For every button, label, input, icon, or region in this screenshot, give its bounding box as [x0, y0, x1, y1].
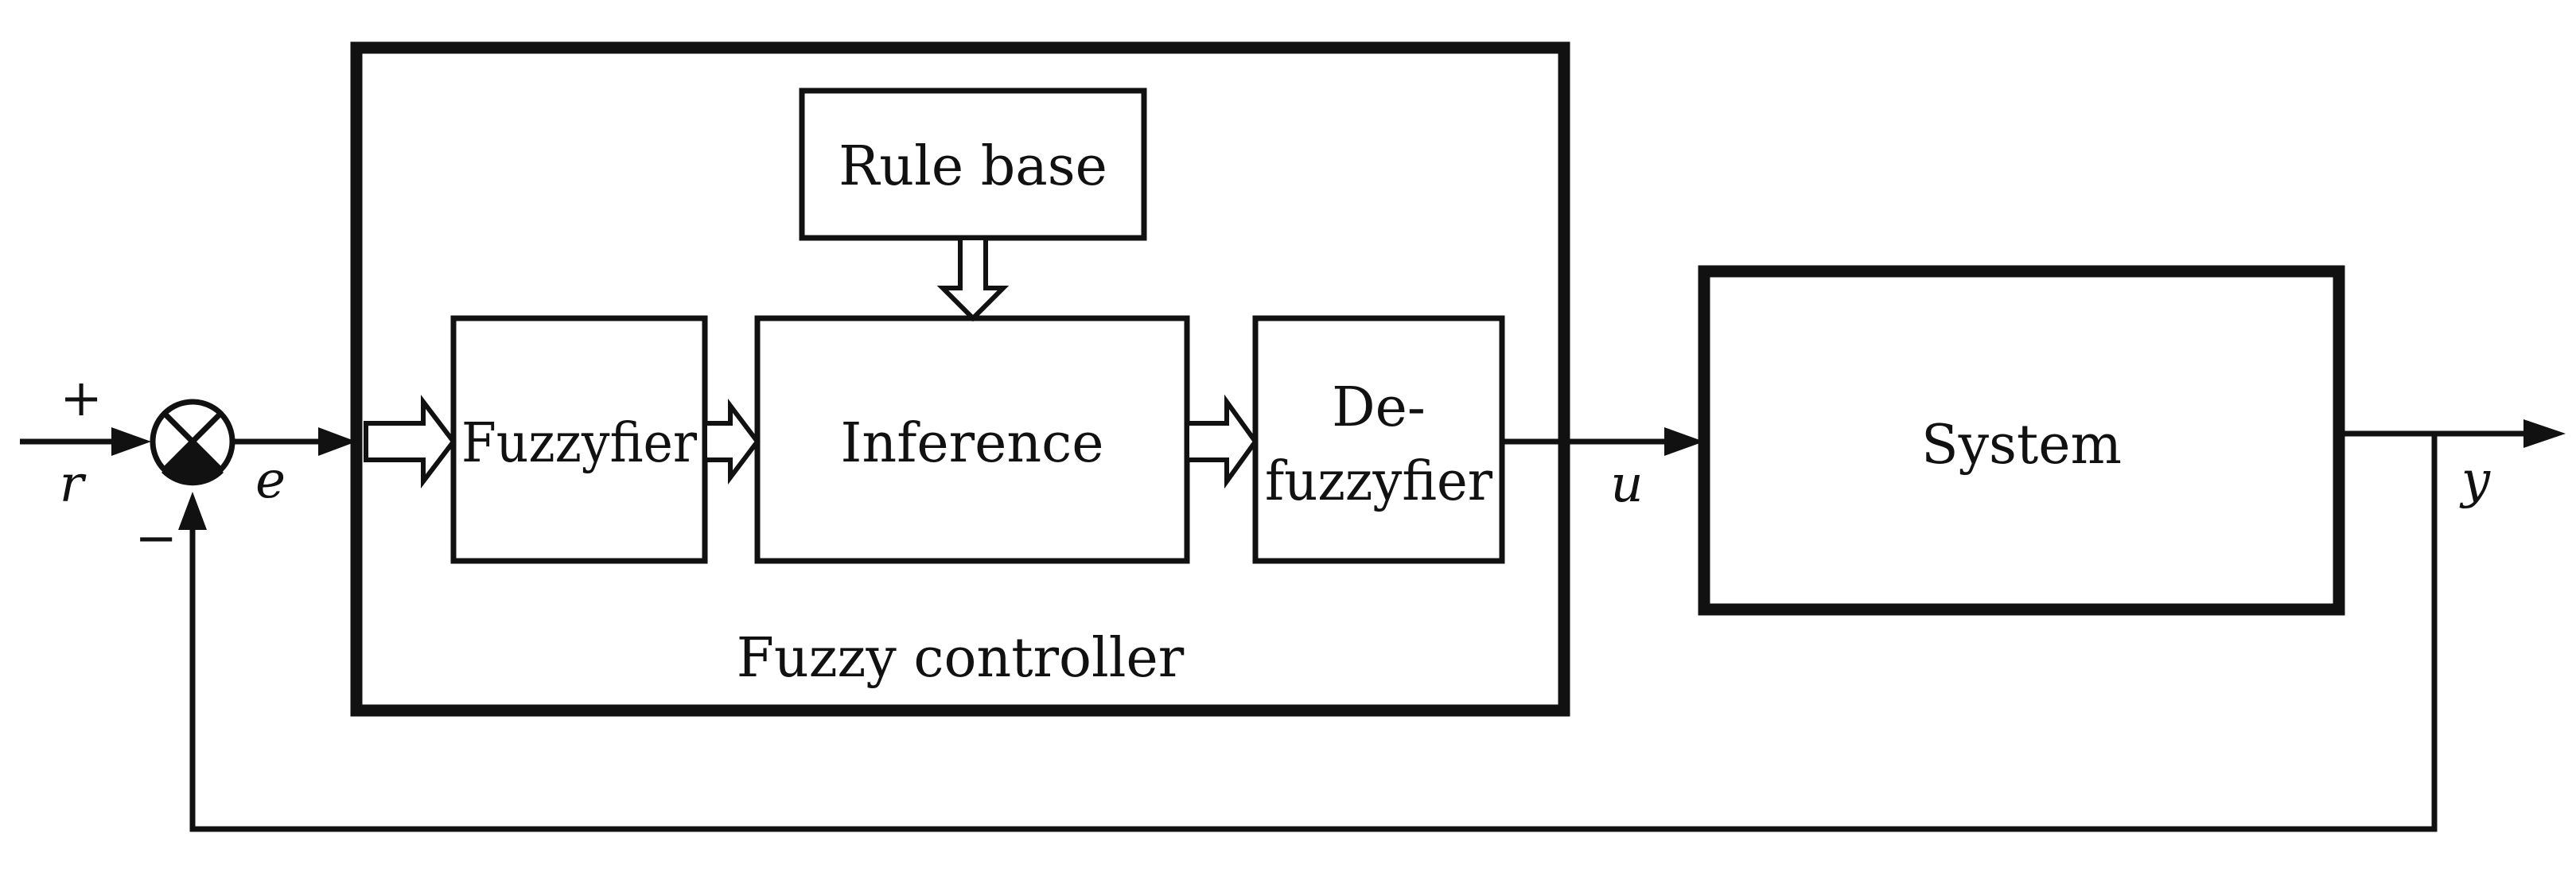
rule-base-block: [799, 88, 1147, 241]
inference-label: Inference: [841, 412, 1104, 475]
feedback-path: [189, 434, 2438, 832]
fuzzyfier-block: [450, 315, 708, 564]
error-label: e: [255, 451, 286, 510]
rule-base-label: Rule base: [839, 135, 1107, 198]
reference-label: r: [60, 455, 87, 514]
summing-junction: [150, 399, 235, 486]
summing-minus-sign: −: [134, 509, 177, 568]
system-block: [1698, 265, 2345, 616]
system-label: System: [1921, 414, 2122, 477]
fuzzyfier-to-inference-double-arrow: [702, 399, 761, 485]
output-arrowhead: [2523, 419, 2566, 448]
error-arrowhead: [318, 427, 356, 456]
output-label: y: [2459, 451, 2491, 510]
defuzzyfier-label-line2: fuzzyfier: [1265, 450, 1492, 513]
fuzzy-controller-label: Fuzzy controller: [737, 627, 1185, 690]
control-arrowhead: [1664, 427, 1704, 456]
control-label: u: [1610, 455, 1643, 514]
feedback-arrowhead: [178, 492, 207, 530]
fuzzyfier-label: Fuzzyfier: [461, 412, 697, 475]
defuzzyfier-block: [1252, 315, 1505, 564]
input-to-fuzzyfier-double-arrow: [364, 395, 457, 489]
summing-plus-sign: +: [60, 369, 103, 428]
defuzzyfier-label-line1: De-: [1332, 376, 1426, 439]
inference-to-defuzzyfier-double-arrow: [1185, 394, 1259, 489]
rule-to-inference-double-arrow: [936, 236, 1010, 322]
reference-arrowhead: [111, 427, 151, 456]
